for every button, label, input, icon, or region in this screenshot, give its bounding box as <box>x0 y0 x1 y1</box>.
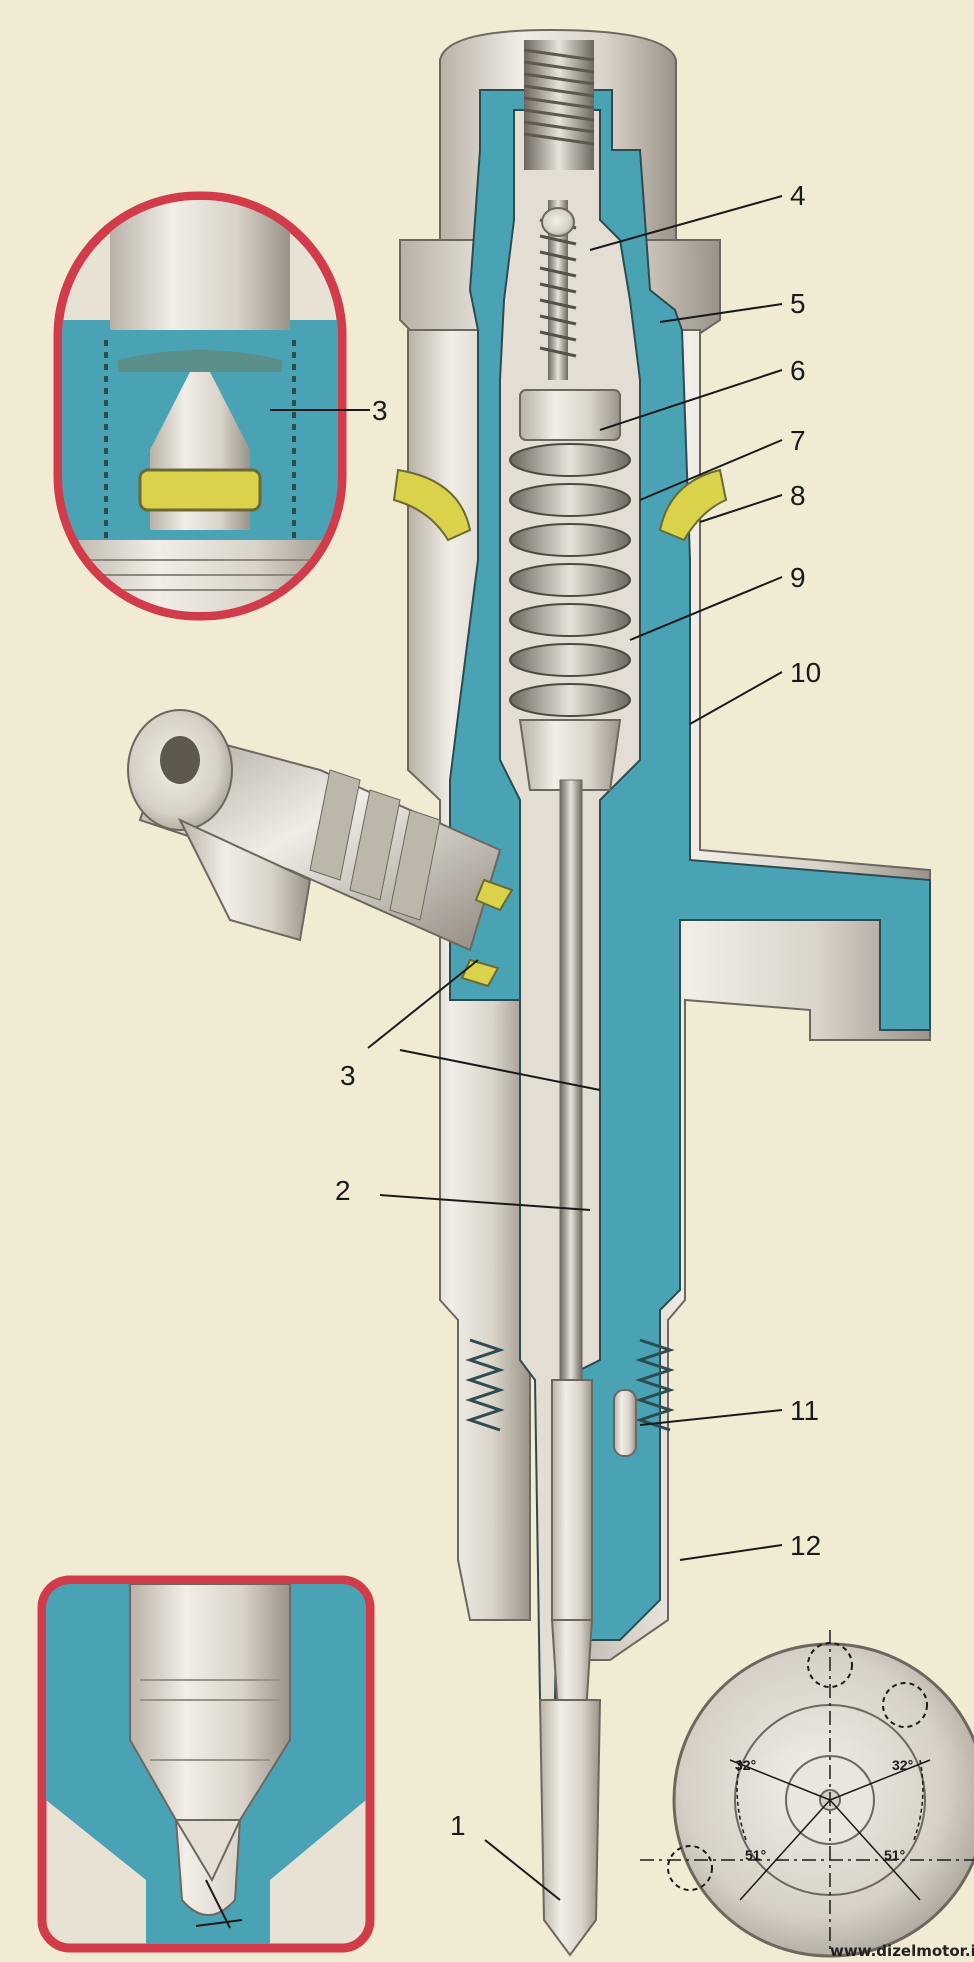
inlet-fitting <box>127 709 514 988</box>
callout-10: 10 <box>790 657 821 688</box>
callout-1: 1 <box>450 1810 466 1841</box>
adjusting-screw <box>523 40 595 170</box>
callout-9: 9 <box>790 562 806 593</box>
callout-7: 7 <box>790 425 806 456</box>
injector-body <box>127 28 931 1957</box>
nozzle-end-view: 32° 32° 51° 51° <box>640 1630 974 1958</box>
angle-label-left-top: 32° <box>735 1757 756 1773</box>
callout-4: 4 <box>790 180 806 211</box>
callout-3-inset: 3 <box>372 395 388 426</box>
angle-label-left-bottom: 51° <box>745 1847 766 1863</box>
callout-6: 6 <box>790 355 806 386</box>
main-spring <box>509 389 631 791</box>
callout-3-fitting: 3 <box>340 1060 356 1091</box>
angle-label-right-bottom: 51° <box>884 1847 905 1863</box>
angle-label-right-top: 32° <box>892 1757 913 1773</box>
callout-5: 5 <box>790 288 806 319</box>
callout-2: 2 <box>335 1175 351 1206</box>
leader-lines <box>270 195 783 1901</box>
leader-2 <box>379 1194 591 1211</box>
callout-8: 8 <box>790 480 806 511</box>
inset-seal-detail <box>53 191 347 621</box>
callout-11: 11 <box>790 1395 819 1426</box>
callout-labels: 4 5 6 7 8 9 10 3 3 2 11 12 1 <box>335 180 821 1841</box>
watermark: www.dizelmotor.in <box>830 1942 974 1960</box>
callout-12: 12 <box>790 1530 821 1561</box>
inset-nozzle-tip <box>37 1575 375 1953</box>
